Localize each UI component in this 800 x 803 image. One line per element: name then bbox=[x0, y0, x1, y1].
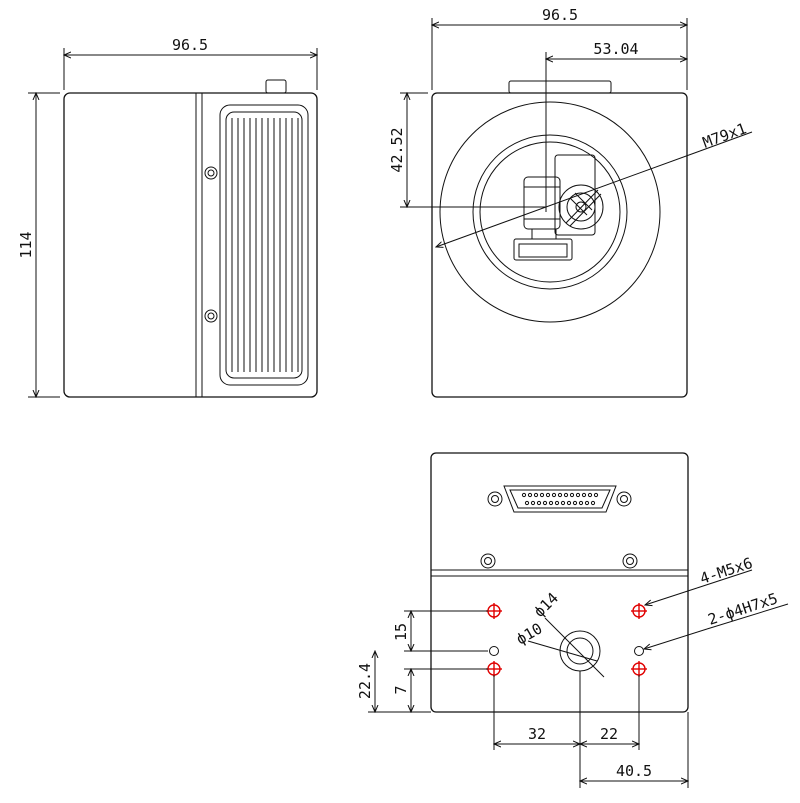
lens-mount-thread bbox=[479, 141, 621, 283]
connector-pin bbox=[587, 492, 593, 498]
side-top-connector bbox=[265, 79, 287, 94]
heat-sink-frame bbox=[219, 104, 309, 386]
pin-callout-label: 2-ϕ4H7x5 bbox=[706, 589, 780, 628]
connector-pin bbox=[557, 492, 563, 498]
side-body-outline bbox=[63, 92, 318, 398]
front-offset-label: 53.04 bbox=[593, 40, 638, 58]
connector-pin bbox=[539, 492, 545, 498]
connector-pin bbox=[545, 492, 551, 498]
connector-pin bbox=[575, 492, 581, 498]
connector-pin bbox=[581, 492, 587, 498]
connector-pin bbox=[569, 492, 575, 498]
screw-callout-label: 4-M5x6 bbox=[698, 554, 755, 588]
dim-22-4-label: 22.4 bbox=[356, 663, 374, 699]
connector-pin bbox=[536, 500, 542, 506]
front-top-connector bbox=[508, 80, 612, 94]
side-screw-lower bbox=[204, 309, 218, 323]
side-view: 96.5 114 bbox=[17, 36, 317, 397]
dim-7-label: 7 bbox=[392, 685, 410, 694]
heat-sink-fins bbox=[231, 118, 299, 372]
side-screw-upper bbox=[204, 166, 218, 180]
db25-connector bbox=[487, 485, 632, 513]
bottom-screw-left bbox=[480, 553, 496, 569]
dim-32-label: 32 bbox=[528, 725, 546, 743]
side-width-label: 96.5 bbox=[172, 36, 208, 54]
side-height-label: 114 bbox=[17, 231, 35, 258]
center-bore-inner bbox=[566, 637, 594, 665]
pin-callout-leader bbox=[644, 628, 708, 649]
connector-pin bbox=[542, 500, 548, 506]
mount-hole-top-right bbox=[631, 603, 647, 619]
bottom-body-outline bbox=[430, 452, 689, 713]
connector-pin bbox=[554, 500, 560, 506]
lens-mount-outer-ring bbox=[439, 101, 661, 323]
front-vertical-label: 42.52 bbox=[388, 127, 406, 172]
connector-pin bbox=[533, 492, 539, 498]
bottom-view: ϕ14 ϕ10 4-M5x6 2-ϕ4H7x5 15 7 22.4 32 22 … bbox=[356, 452, 789, 788]
dim-40-5-label: 40.5 bbox=[616, 762, 652, 780]
pin-hole-left bbox=[489, 646, 499, 656]
connector-pin bbox=[548, 500, 554, 506]
connector-pin bbox=[563, 492, 569, 498]
connector-pin bbox=[590, 500, 596, 506]
front-body-outline bbox=[431, 92, 688, 398]
dim-22-label: 22 bbox=[600, 725, 618, 743]
connector-pin bbox=[566, 500, 572, 506]
connector-pin bbox=[572, 500, 578, 506]
connector-pin bbox=[551, 492, 557, 498]
connector-pin bbox=[560, 500, 566, 506]
connector-pin bbox=[593, 492, 599, 498]
connector-pin bbox=[527, 492, 533, 498]
front-width-label: 96.5 bbox=[542, 6, 578, 24]
front-view: 96.5 53.04 42.52 M79x1 bbox=[388, 6, 753, 398]
connector-pin bbox=[584, 500, 590, 506]
dim-15-label: 15 bbox=[392, 623, 410, 641]
connector-pin bbox=[521, 492, 527, 498]
thread-leader-line bbox=[436, 150, 701, 247]
screw-callout-leader bbox=[645, 587, 698, 605]
bottom-screw-right bbox=[622, 553, 638, 569]
pin-hole-right bbox=[634, 646, 644, 656]
thread-label: M79x1 bbox=[700, 119, 749, 151]
connector-pin bbox=[524, 500, 530, 506]
connector-pin bbox=[530, 500, 536, 506]
connector-pin bbox=[578, 500, 584, 506]
